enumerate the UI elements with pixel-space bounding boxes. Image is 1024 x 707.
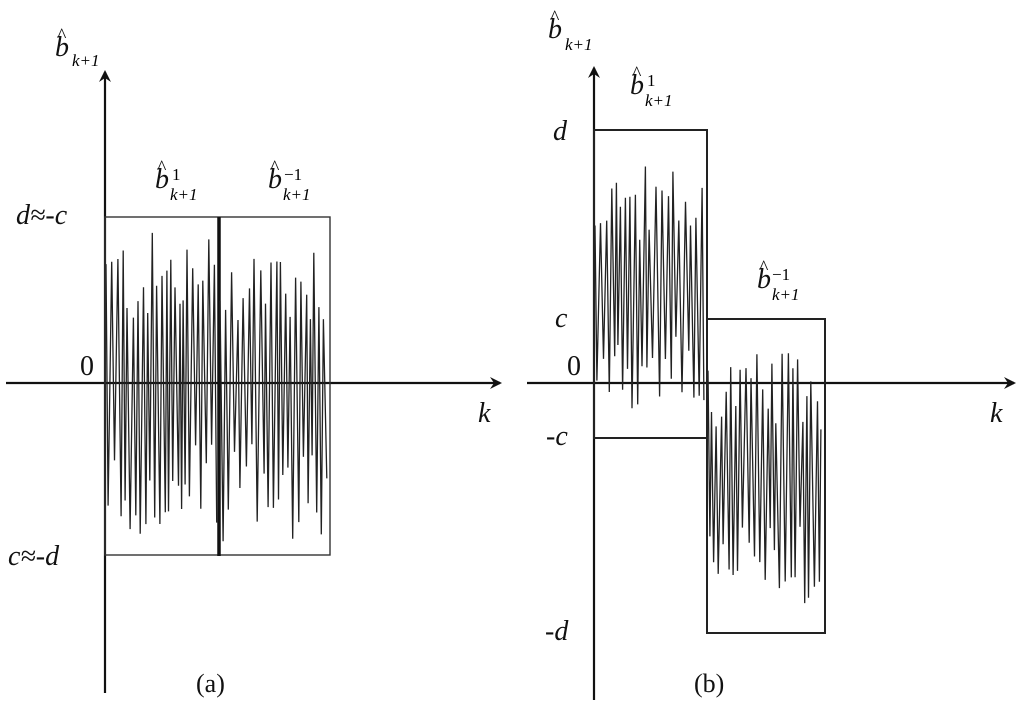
- svg-text:b: b: [55, 32, 69, 63]
- svg-text:b: b: [548, 14, 562, 45]
- svg-text:k+1: k+1: [565, 35, 593, 54]
- svg-text:k+1: k+1: [645, 91, 673, 110]
- svg-text:^: ^: [759, 257, 769, 279]
- panel-b-origin-label: 0: [567, 351, 581, 382]
- svg-text:1: 1: [172, 165, 181, 184]
- svg-text:^: ^: [157, 157, 167, 179]
- panel-a-lower-level-label: c≈-d: [8, 541, 60, 572]
- svg-text:1: 1: [647, 71, 656, 90]
- panel-b-positive-box: [593, 129, 708, 439]
- svg-text:b: b: [630, 70, 644, 101]
- panel-a-signal-right: [219, 252, 328, 542]
- svg-text:b: b: [155, 164, 169, 195]
- svg-text:k+1: k+1: [772, 285, 800, 304]
- panel-a-y-axis-label: b ^ k+1: [55, 25, 100, 70]
- panel-b-negative-box: [706, 318, 826, 634]
- svg-text:k+1: k+1: [283, 185, 311, 204]
- svg-text:^: ^: [270, 157, 280, 179]
- panel-b-d-label: d: [553, 116, 568, 147]
- panel-a-x-axis-label: k: [478, 398, 491, 429]
- panel-a-upper-level-label: d≈-c: [16, 200, 68, 231]
- svg-text:−1: −1: [772, 265, 790, 284]
- panel-b-x-axis-label: k: [990, 398, 1003, 429]
- panel-b: b ^ k+1 b ^ 1 k+1 b ^ −1 k+1 d c 0 -c -d…: [527, 7, 1016, 700]
- svg-text:k+1: k+1: [170, 185, 198, 204]
- svg-text:k+1: k+1: [72, 51, 100, 70]
- panel-a-signal-left: [105, 232, 218, 534]
- svg-text:^: ^: [57, 25, 67, 47]
- panel-b-signal-negative: [707, 353, 822, 604]
- panel-b-neg-d-label: -d: [545, 616, 569, 647]
- svg-text:b: b: [268, 164, 282, 195]
- panel-a-origin-label: 0: [80, 351, 94, 382]
- panel-b-signal-positive: [594, 166, 705, 409]
- panel-b-caption: (b): [694, 669, 724, 698]
- panel-a: b ^ k+1 0 k d≈-c c≈-d b ^ 1 k+1 b ^ −1 k…: [6, 25, 502, 698]
- panel-b-c-label: c: [555, 303, 568, 334]
- panel-b-y-axis-label: b ^ k+1: [548, 7, 593, 54]
- svg-text:b: b: [757, 264, 771, 295]
- panel-a-segment-left-label: b ^ 1 k+1: [155, 157, 198, 204]
- panel-a-segment-right-label: b ^ −1 k+1: [268, 157, 311, 204]
- panel-b-neg-c-label: -c: [546, 421, 568, 452]
- panel-b-segment-right-label: b ^ −1 k+1: [757, 257, 800, 304]
- svg-text:^: ^: [632, 63, 642, 85]
- panel-a-caption: (a): [196, 669, 225, 698]
- panel-b-segment-left-label: b ^ 1 k+1: [630, 63, 673, 110]
- svg-text:^: ^: [550, 7, 560, 29]
- svg-text:−1: −1: [284, 165, 302, 184]
